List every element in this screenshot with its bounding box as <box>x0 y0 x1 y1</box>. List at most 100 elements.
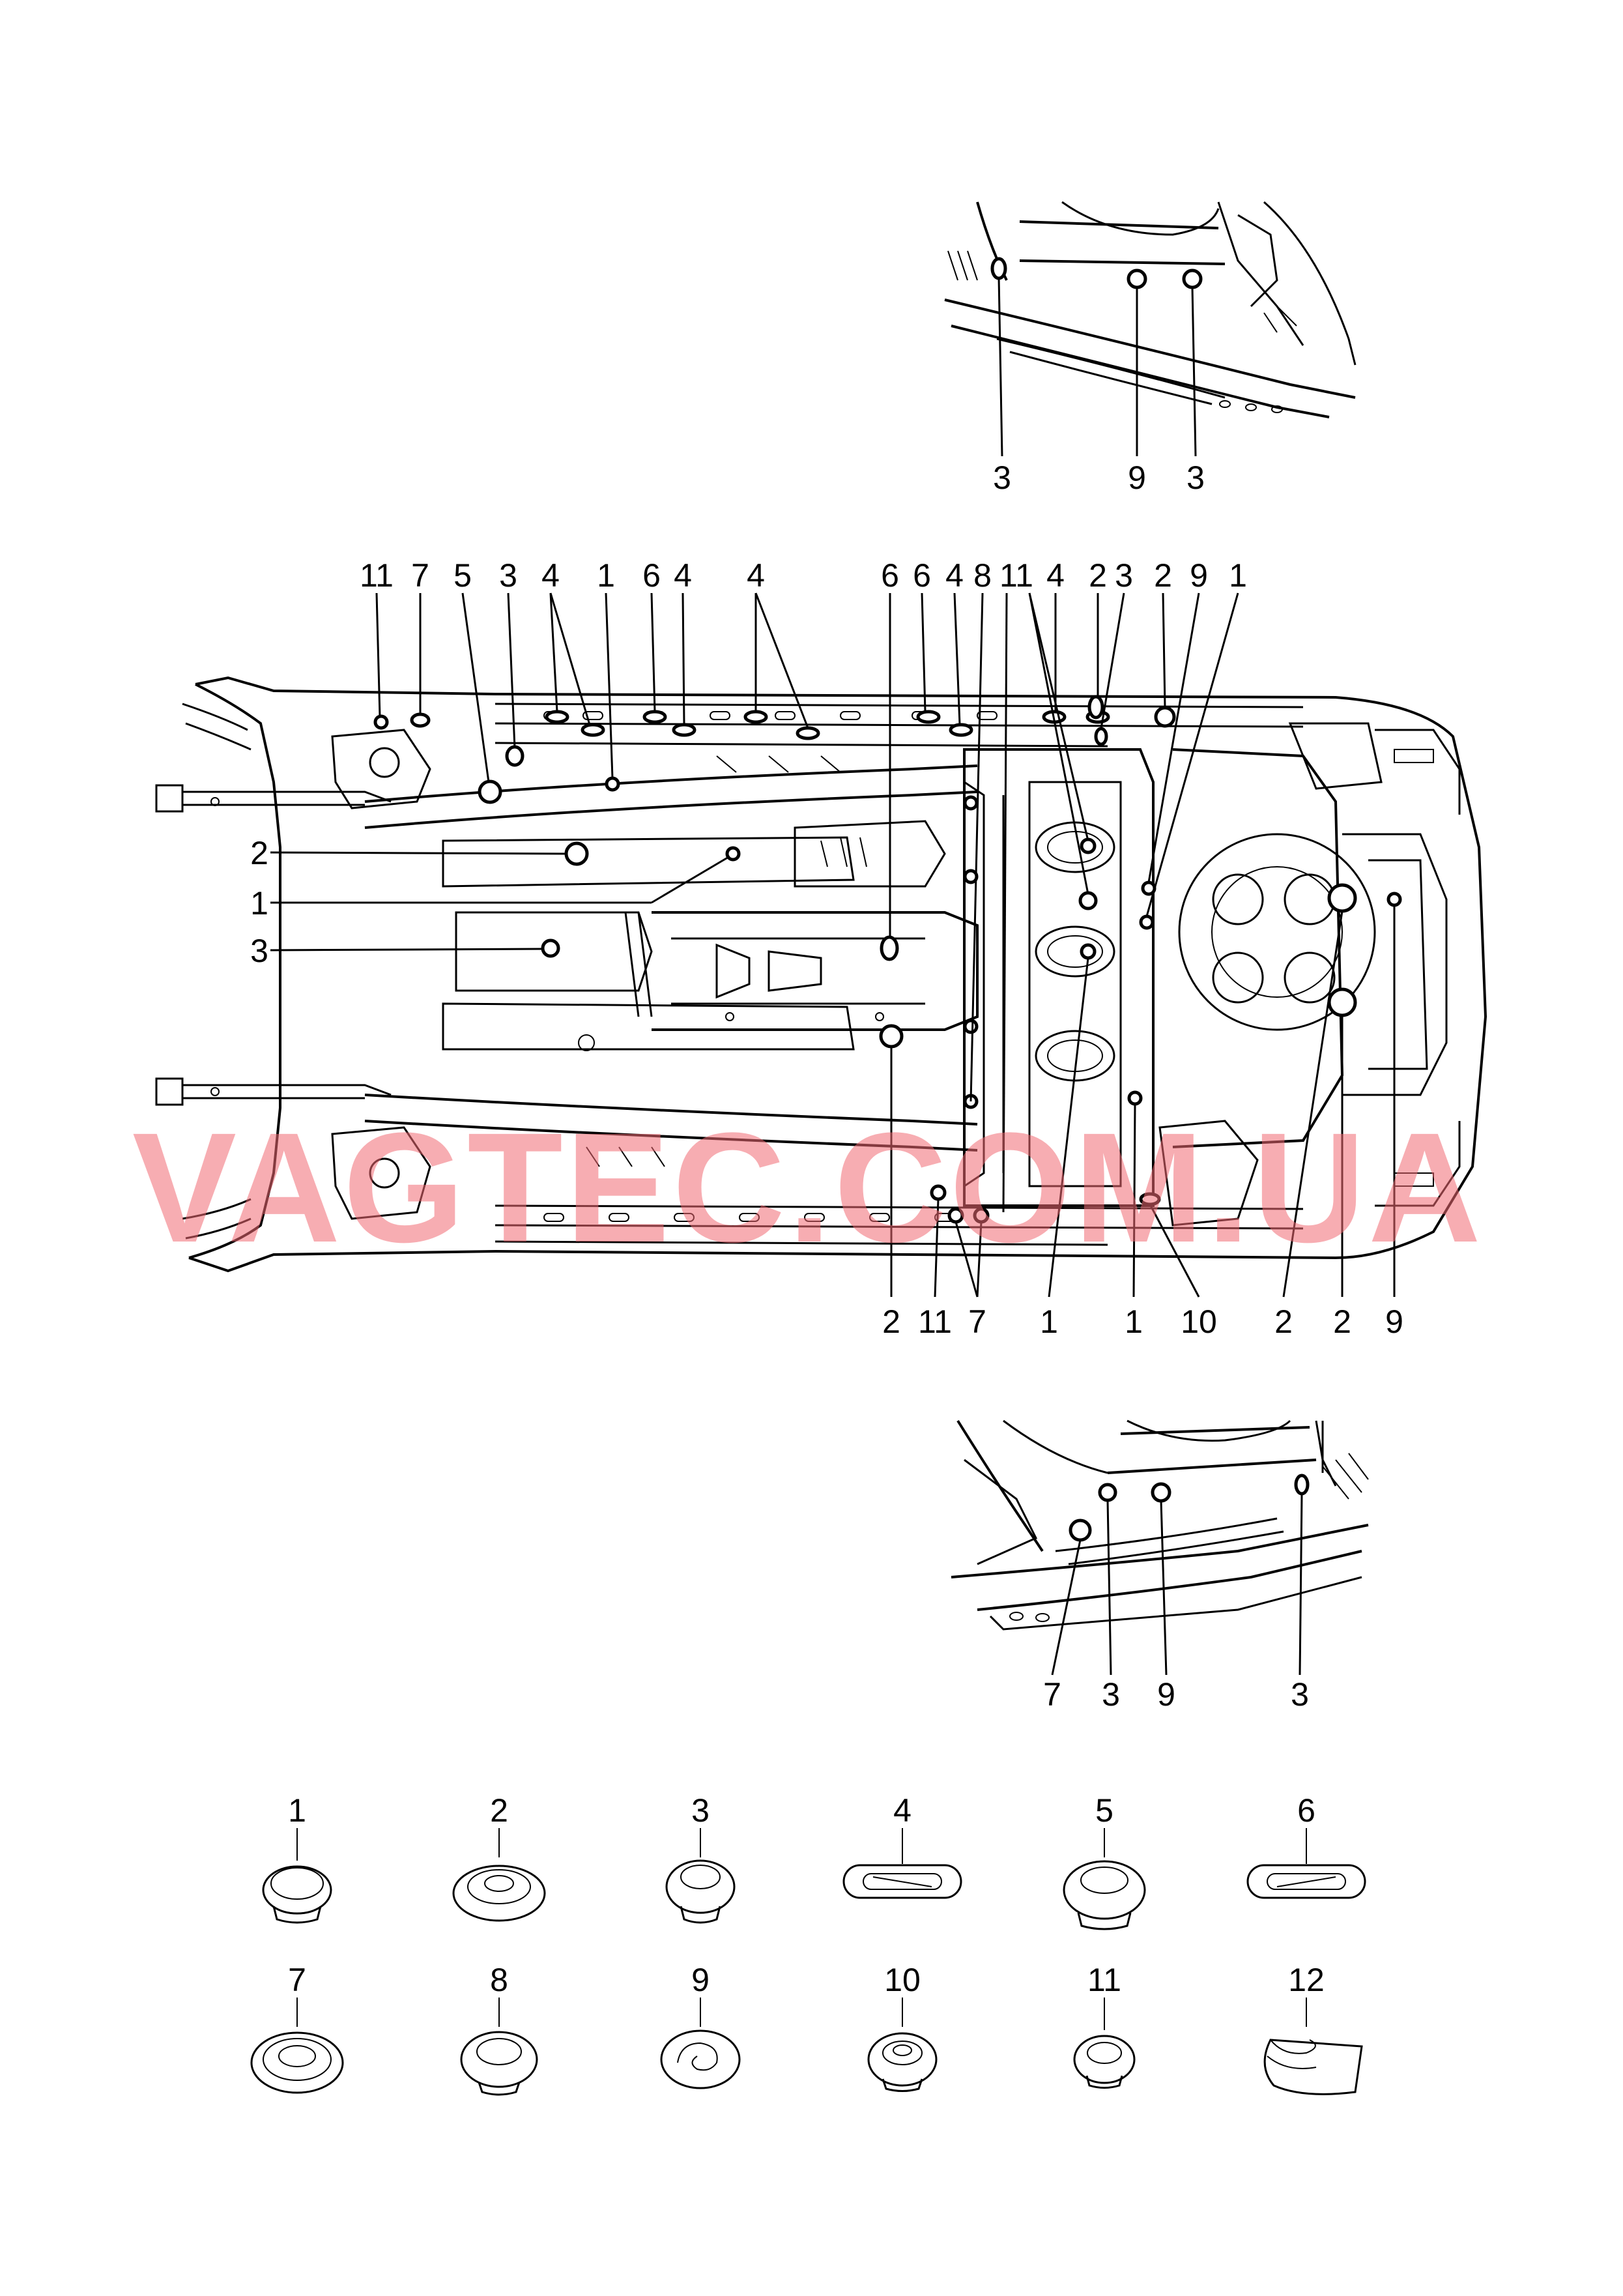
plug-marker <box>1386 892 1402 907</box>
callout-label: 8 <box>973 557 992 594</box>
svg-text:2: 2 <box>490 1792 508 1829</box>
leader-lines-left <box>270 851 730 952</box>
legend-item-6: 6 <box>1246 1792 1366 1899</box>
callout-label: 5 <box>453 557 472 594</box>
plug-marker <box>1078 891 1098 910</box>
legend-item-5: 5 <box>1063 1792 1146 1930</box>
callout-label: 2 <box>1274 1303 1293 1340</box>
callout-label: 3 <box>250 933 268 969</box>
callout-label: 6 <box>913 557 931 594</box>
callout-label: 7 <box>411 557 429 594</box>
plug-marker <box>963 1019 979 1034</box>
svg-text:3: 3 <box>691 1792 710 1829</box>
callout-label: 9 <box>1157 1676 1175 1713</box>
plug-marker <box>410 712 431 728</box>
parts-legend: 1 2 3 4 5 <box>250 1792 1366 2096</box>
plug-markers <box>373 695 1402 1224</box>
callout-label: 3 <box>1291 1676 1309 1713</box>
svg-text:7: 7 <box>288 1962 306 1998</box>
callout-label: 9 <box>1385 1303 1403 1340</box>
callout-label: 4 <box>747 557 765 594</box>
legend-item-10: 10 <box>867 1962 938 2092</box>
plug-marker <box>1139 914 1155 930</box>
callout-label: 3 <box>499 557 517 594</box>
plug-marker <box>1294 1474 1310 1496</box>
callout-label: 11 <box>999 557 1033 594</box>
callout-label: 1 <box>1229 557 1247 594</box>
svg-text:5: 5 <box>1095 1792 1113 1829</box>
detail-view-bottom: 7 3 9 3 <box>951 1419 1369 1713</box>
callout-label: 10 <box>1181 1303 1217 1340</box>
plug-marker <box>1094 727 1108 746</box>
watermark-text: VAGTEC.COM.UA <box>132 1100 1484 1275</box>
svg-text:10: 10 <box>884 1962 921 1998</box>
svg-text:1: 1 <box>288 1792 306 1829</box>
plug-marker <box>1087 695 1104 719</box>
callout-label: 1 <box>597 557 615 594</box>
plug-marker <box>879 1024 904 1049</box>
callouts-left-column: 2 1 3 <box>250 835 268 969</box>
leader-lines-bottom <box>890 905 1396 1298</box>
legend-item-2: 2 <box>452 1792 546 1922</box>
callout-label: 1 <box>250 885 268 922</box>
plug-marker <box>478 779 502 804</box>
plug-marker <box>1080 837 1097 854</box>
plug-marker <box>1098 1483 1117 1502</box>
legend-item-4: 4 <box>842 1792 962 1899</box>
legend-item-1: 1 <box>262 1792 332 1924</box>
callout-label: 3 <box>1115 557 1133 594</box>
plug-marker <box>963 869 979 884</box>
plug-marker <box>605 776 620 792</box>
plug-marker <box>581 723 605 737</box>
callout-label: 4 <box>541 557 560 594</box>
plug-marker <box>1154 706 1176 728</box>
plug-marker <box>505 745 524 767</box>
callout-label: 1 <box>1040 1303 1058 1340</box>
legend-item-8: 8 <box>460 1962 538 2096</box>
callout-label: 4 <box>1046 557 1065 594</box>
callout-label: 1 <box>1125 1303 1143 1340</box>
legend-item-7: 7 <box>250 1962 344 2094</box>
plug-marker <box>1127 269 1147 289</box>
plug-marker <box>1327 883 1357 913</box>
callout-label: 2 <box>882 1303 900 1340</box>
svg-text:9: 9 <box>691 1962 710 1998</box>
legend-item-11: 11 <box>1073 1962 1136 2089</box>
plug-marker <box>564 841 589 866</box>
callout-label: 3 <box>1186 459 1205 496</box>
callouts-top-row: 11 7 5 3 4 1 6 4 4 6 6 4 8 11 4 2 3 2 9 … <box>360 557 1247 594</box>
callout-label: 4 <box>674 557 692 594</box>
plug-marker <box>743 710 768 724</box>
callout-label: 4 <box>945 557 964 594</box>
callout-label: 2 <box>1089 557 1107 594</box>
plug-marker <box>880 935 899 961</box>
svg-text:4: 4 <box>893 1792 912 1829</box>
svg-text:8: 8 <box>490 1962 508 1998</box>
callout-label: 11 <box>918 1303 952 1340</box>
callout-label: 9 <box>1190 557 1208 594</box>
plug-marker <box>1069 1519 1092 1542</box>
legend-item-3: 3 <box>665 1792 736 1924</box>
callout-label: 2 <box>1154 557 1172 594</box>
plug-marker <box>916 710 941 724</box>
callout-label: 9 <box>1128 459 1146 496</box>
plug-marker <box>1151 1482 1171 1503</box>
plug-marker <box>949 723 973 737</box>
callouts-bottom-row: 2 11 7 1 1 10 2 2 9 <box>882 1303 1403 1340</box>
callout-label: 6 <box>881 557 899 594</box>
plug-marker <box>1327 987 1357 1017</box>
callout-label: 6 <box>642 557 661 594</box>
leader-lines-top <box>375 592 1239 1213</box>
callout-label: 3 <box>1102 1676 1120 1713</box>
plug-marker <box>373 714 389 730</box>
legend-item-12: 12 <box>1263 1962 1363 2095</box>
callout-label: 7 <box>968 1303 986 1340</box>
callout-label: 2 <box>1333 1303 1351 1340</box>
plug-marker <box>963 795 979 811</box>
plug-marker <box>541 938 560 958</box>
callout-label: 11 <box>360 557 394 594</box>
plug-marker <box>725 846 741 862</box>
plug-marker <box>990 257 1007 280</box>
svg-text:6: 6 <box>1297 1792 1315 1829</box>
